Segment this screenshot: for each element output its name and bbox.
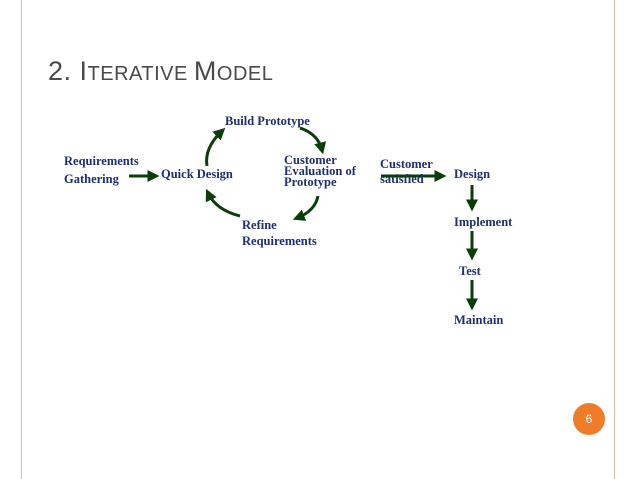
node-refine-requirements: Refine Requirements bbox=[242, 218, 317, 248]
slide-frame-left bbox=[21, 0, 22, 479]
node-customer-evaluation: Customer Evaluation of Prototype bbox=[284, 153, 356, 189]
page-number-badge: 6 bbox=[573, 403, 605, 435]
node-build-prototype: Build Prototype bbox=[225, 114, 310, 128]
node-customer-satisfied: Customer satisfied bbox=[380, 157, 433, 186]
node-test: Test bbox=[459, 264, 481, 278]
node-maintain: Maintain bbox=[454, 313, 504, 327]
node-quick-design: Quick Design bbox=[161, 167, 233, 181]
slide-frame-right bbox=[614, 0, 615, 479]
node-implement: Implement bbox=[454, 215, 513, 229]
arrow-evaluation-to-refine bbox=[292, 195, 320, 221]
arrow-refine-to-quick-design bbox=[205, 188, 241, 218]
arrow-build-prototype-to-evaluation bbox=[299, 126, 326, 155]
slide-title: 2. ITERATIVE MODEL bbox=[48, 56, 274, 86]
page-number: 6 bbox=[585, 412, 593, 426]
node-requirements-gathering: Requirements Gathering bbox=[64, 154, 139, 186]
node-design: Design bbox=[454, 167, 491, 181]
arrow-quick-design-to-build-prototype bbox=[205, 127, 226, 167]
